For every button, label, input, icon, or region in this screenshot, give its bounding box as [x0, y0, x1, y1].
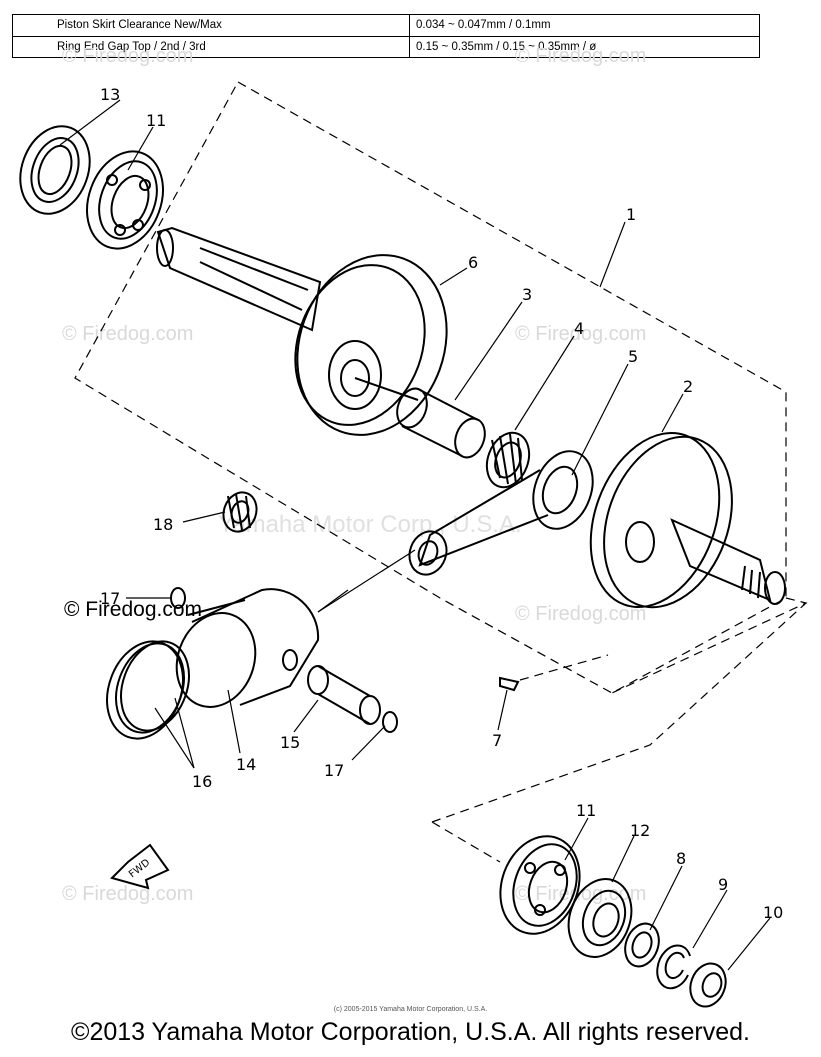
watermark: © Firedog.com [515, 603, 646, 625]
nut-10 [689, 962, 727, 1008]
part-label: 17 [100, 589, 120, 608]
small-end-bearing-18 [222, 491, 258, 533]
crank-pin-3 [396, 387, 486, 459]
watermark-yamaha: Yamaha Motor Corp., U.S.A. [218, 511, 522, 538]
oil-seal-13 [19, 125, 91, 215]
part-label: 11 [146, 111, 166, 130]
crankshaft-group-outline [74, 81, 787, 694]
part-label: 6 [468, 253, 478, 272]
oil-seal-12 [567, 878, 633, 958]
spec-value: 0.15 ~ 0.35mm / 0.15 ~ 0.35mm / ø [409, 35, 760, 58]
forward-arrow-icon: FWD [110, 843, 170, 890]
leader-bearing [431, 821, 501, 863]
part-label: 12 [630, 821, 650, 840]
watermark: © Firedog.com [62, 883, 193, 905]
watermark: © Firedog.com [515, 323, 646, 345]
watermark: © Firedog.com [515, 883, 646, 905]
leader-lines [59, 99, 771, 971]
part-label: 7 [492, 731, 502, 750]
spec-value: 0.034 ~ 0.047mm / 0.1mm [409, 14, 760, 37]
connecting-rod-5 [408, 450, 594, 576]
washer-8 [624, 922, 660, 968]
spec-row: Piston Skirt Clearance New/Max 0.034 ~ 0… [12, 14, 760, 37]
part-label: 15 [280, 733, 300, 752]
watermark: © Firedog.com [62, 323, 193, 345]
part-label: 4 [574, 319, 584, 338]
piston-pin-15 [307, 665, 381, 725]
spec-row: Ring End Gap Top / 2nd / 3rd 0.15 ~ 0.35… [12, 35, 760, 58]
crank-half-6 [156, 226, 448, 436]
watermark-dark: © Firedog.com [64, 598, 203, 621]
part-labels: 13 11 1 6 3 4 5 2 18 17 14 15 17 16 7 11… [100, 85, 783, 922]
piston-rings-16 [106, 640, 190, 740]
assembly-outline [74, 81, 808, 863]
watermark: © Firedog.com [515, 45, 646, 67]
part-label: 14 [236, 755, 256, 774]
watermark: © Firedog.com [62, 45, 193, 67]
small-copyright: (c) 2005-2015 Yamaha Motor Corporation, … [333, 1006, 488, 1013]
piston-14 [175, 588, 320, 708]
part-label: 8 [676, 849, 686, 868]
circlip-17 [170, 587, 398, 733]
part-label: 13 [100, 85, 120, 104]
spec-table: Piston Skirt Clearance New/Max 0.034 ~ 0… [12, 14, 760, 58]
woodruff-key-7 [499, 676, 520, 692]
leader-key [519, 654, 609, 681]
watermark-layer: © Firedog.com © Firedog.com © Firedog.co… [62, 45, 646, 905]
part-label: 3 [522, 285, 532, 304]
part-label: 1 [626, 205, 636, 224]
lock-washer-9 [656, 944, 691, 990]
part-label: 10 [763, 903, 783, 922]
part-label: 2 [683, 377, 693, 396]
lower-group-outline [431, 602, 807, 823]
part-label: 18 [153, 515, 173, 534]
bearing-11-top [86, 150, 164, 250]
needle-bearing-4 [485, 431, 531, 489]
part-label: 9 [718, 875, 728, 894]
part-label: 16 [192, 772, 212, 791]
footer-copyright: ©2013 Yamaha Motor Corporation, U.S.A. A… [71, 1018, 750, 1046]
part-label: 5 [628, 347, 638, 366]
part-label: 17 [324, 761, 344, 780]
part-label: 11 [576, 801, 596, 820]
crank-half-2 [589, 431, 786, 609]
